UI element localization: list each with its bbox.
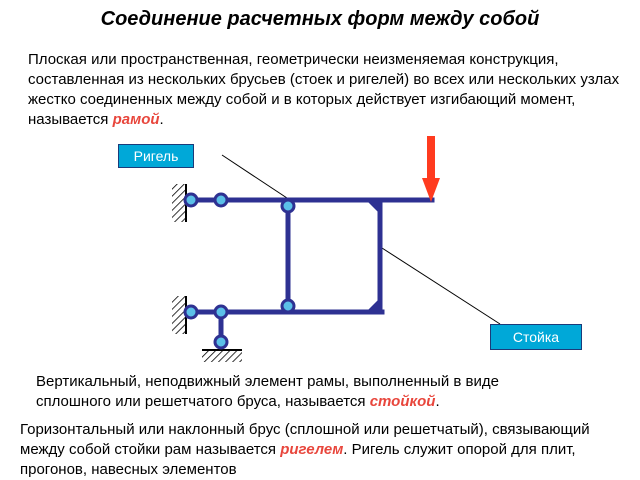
rigid-corner-top bbox=[368, 202, 378, 212]
hinge-joint bbox=[213, 192, 229, 208]
hinge-joint bbox=[213, 334, 229, 350]
frame-definition: Плоская или пространственная, геометриче… bbox=[28, 50, 628, 130]
rigid-corner-bottom bbox=[368, 300, 378, 310]
stoyka-definition-end: . bbox=[435, 393, 440, 410]
page-title: Соединение расчетных форм между собой bbox=[100, 8, 540, 30]
stoyka-label: Стойка bbox=[490, 324, 582, 350]
rigel-label: Ригель bbox=[118, 144, 194, 168]
hinge-joint bbox=[183, 304, 199, 320]
stoyka-definition: Вертикальный, неподвижный элемент рамы, … bbox=[36, 372, 556, 412]
load-arrow bbox=[422, 136, 440, 202]
hinge-joint bbox=[213, 304, 229, 320]
stoyka-term: стойкой bbox=[369, 393, 436, 410]
rigel-leader-line bbox=[221, 154, 291, 201]
rigel-definition-text: Горизонтальный или наклонный брус (сплош… bbox=[20, 421, 590, 458]
stoyka-definition-text: Вертикальный, неподвижный элемент рамы, … bbox=[36, 373, 499, 410]
stoyka-leader-line bbox=[381, 247, 501, 325]
hinge-joint bbox=[280, 198, 296, 214]
rigel-definition-end: . Ригель служит опорой для плит, прогоно… bbox=[20, 441, 576, 478]
frame-term: рамой bbox=[112, 111, 160, 128]
frame-definition-text: Плоская или пространственная, геометриче… bbox=[28, 51, 620, 128]
lower-wall-support bbox=[172, 296, 187, 334]
frame-definition-end: . bbox=[159, 111, 164, 128]
hinge-joint bbox=[183, 192, 199, 208]
rigel-term: ригелем bbox=[280, 441, 344, 458]
hinge-joint bbox=[280, 298, 296, 314]
ground-support bbox=[202, 349, 242, 362]
upper-wall-support bbox=[172, 184, 187, 222]
rigel-definition: Горизонтальный или наклонный брус (сплош… bbox=[20, 420, 630, 480]
